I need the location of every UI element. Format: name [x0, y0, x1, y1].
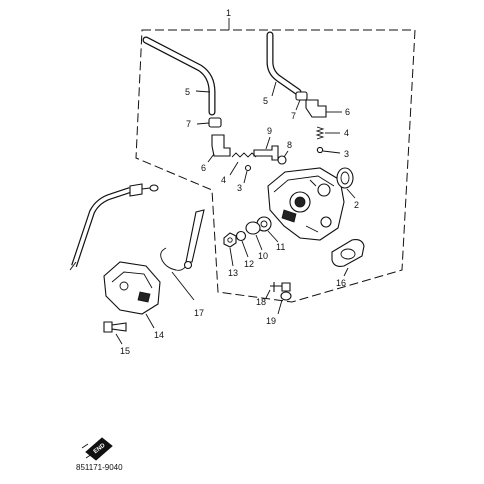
check-ball-left: [244, 164, 252, 172]
callout-5-right: 5: [263, 96, 268, 106]
callout-5-left: 5: [185, 87, 190, 97]
callout-7-left: 7: [186, 119, 191, 129]
assembly-outline: [135, 29, 416, 303]
callout-1: 1: [226, 8, 231, 18]
screw-15: [103, 321, 127, 333]
callout-3-left: 3: [237, 183, 242, 193]
nut-13: [223, 232, 237, 248]
bolt-18: [270, 282, 291, 292]
spring-right: [315, 126, 325, 140]
hose-left: [142, 36, 216, 116]
callout-4-left: 4: [221, 175, 226, 185]
callout-4-right: 4: [344, 128, 349, 138]
fitting-right: [305, 99, 327, 118]
callout-15: 15: [120, 346, 130, 356]
callout-10: 10: [258, 251, 268, 261]
callout-3-right: 3: [344, 149, 349, 159]
spring-left: [231, 152, 257, 158]
pump-cover: [103, 261, 161, 315]
washer-12: [235, 230, 247, 242]
callout-6-left: 6: [201, 163, 206, 173]
cable-guide: [160, 209, 205, 301]
callout-13: 13: [228, 268, 238, 278]
washer-19: [280, 291, 292, 301]
callout-6-right: 6: [345, 107, 350, 117]
hose-right-inner: [267, 32, 301, 95]
hose-left-inner: [143, 37, 215, 115]
callout-9: 9: [267, 126, 272, 136]
washer-8: [277, 155, 287, 165]
fitting-left: [211, 134, 231, 157]
diagram-code: 851171-9040: [76, 463, 123, 472]
callout-19: 19: [266, 316, 276, 326]
clip-left: [208, 117, 222, 128]
callout-11: 11: [276, 242, 285, 252]
callout-2: 2: [354, 200, 359, 210]
plate-10: [245, 221, 261, 235]
callout-17: 16: [336, 278, 346, 288]
callout-7-right: 7: [291, 111, 296, 121]
pump-cable: [69, 183, 159, 271]
callout-12: 12: [244, 259, 254, 269]
clip-right: [295, 91, 308, 101]
callout-8: 8: [287, 140, 292, 150]
end-mark: END: [81, 437, 113, 461]
callout-14: 14: [154, 330, 164, 340]
oil-pump-body: [267, 167, 345, 241]
oil-seal: [336, 167, 354, 189]
check-ball-right: [316, 146, 324, 154]
callout-18: 18: [256, 297, 266, 307]
gasket-17: [331, 239, 365, 267]
callout-16: 17: [194, 308, 204, 318]
